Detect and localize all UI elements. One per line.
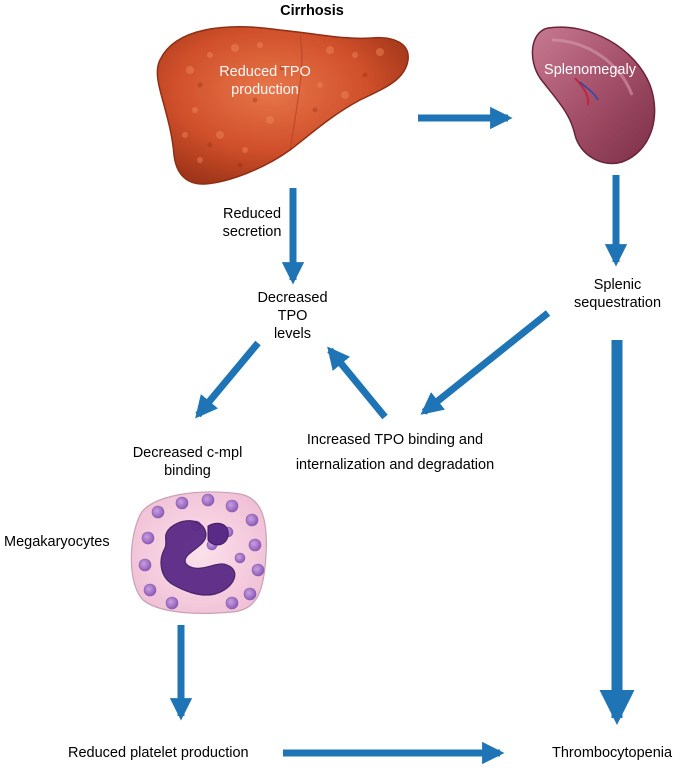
- decreased-tpo-levels-line-1: Decreased: [257, 290, 328, 306]
- reduced-tpo-production-label: Reduced TPO production: [200, 63, 330, 99]
- splenic-sequestration-label: Splenic sequestration: [560, 276, 675, 312]
- decreased-cmpl-binding-line-1: Decreased c-mpl: [132, 445, 243, 461]
- splenic-sequestration-line-1: Splenic: [593, 277, 642, 293]
- reduced-secretion-label: Reduced secretion: [212, 205, 292, 241]
- liver-illustration: [156, 26, 409, 185]
- thrombocytopenia-label: Thrombocytopenia: [552, 745, 673, 761]
- increased-tpo-binding-line-1: Increased TPO binding and: [306, 432, 484, 448]
- increased-tpo-binding-label: Increased TPO binding and internalizatio…: [280, 428, 510, 478]
- splenic-sequestration-line-2: sequestration: [573, 295, 662, 311]
- cirrhosis-title: Cirrhosis: [280, 3, 344, 19]
- reduced-tpo-production-line-2: production: [231, 82, 299, 98]
- reduced-secretion-line-1: Reduced: [222, 206, 282, 222]
- decreased-tpo-levels-line-3: levels: [273, 326, 312, 342]
- increased-tpo-binding-line-2: internalization and degradation: [295, 457, 495, 473]
- spleen-illustration: [531, 26, 656, 165]
- decreased-tpo-levels-line-2: TPO: [277, 308, 308, 324]
- reduced-platelet-production-label: Reduced platelet production: [68, 745, 249, 761]
- arrow-sequestration-to-binding: [420, 310, 551, 415]
- reduced-secretion-line-2: secretion: [222, 224, 282, 240]
- megakaryocyte-illustration: [130, 491, 267, 614]
- arrows: [169, 106, 635, 765]
- decreased-tpo-levels-label: Decreased TPO levels: [240, 289, 345, 343]
- arrow-binding-to-tpo: [327, 346, 388, 420]
- splenomegaly-label: Splenomegaly: [544, 62, 636, 78]
- reduced-tpo-production-line-1: Reduced TPO: [219, 64, 311, 80]
- arrow-tpo-to-cmpl: [195, 340, 261, 419]
- decreased-cmpl-binding-line-2: binding: [164, 463, 211, 479]
- decreased-cmpl-binding-label: Decreased c-mpl binding: [120, 444, 255, 480]
- megakaryocytes-label: Megakaryocytes: [4, 534, 110, 550]
